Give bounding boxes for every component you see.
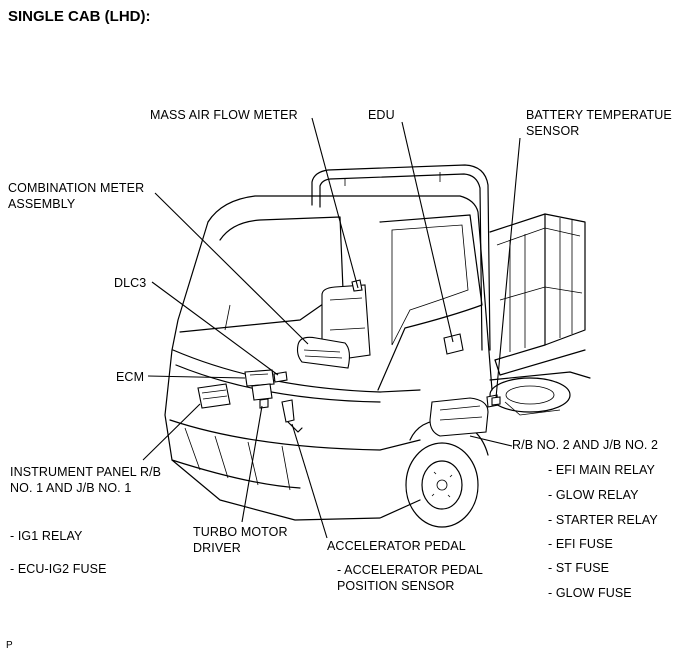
label-battery-temp-sensor-line2: SENSOR	[526, 124, 580, 138]
cab-body	[164, 195, 493, 521]
rb2-item-efi-fuse: - EFI FUSE	[548, 537, 613, 551]
label-ig1-relay: - IG1 RELAY	[10, 529, 83, 543]
label-accel-pedal-position-sensor-line2: POSITION SENSOR	[337, 579, 455, 593]
rb2-item-starter-relay: - STARTER RELAY	[548, 513, 658, 527]
label-ecm: ECM	[116, 370, 145, 384]
label-accel-pedal-position-sensor-line1: - ACCELERATOR PEDAL	[337, 563, 483, 577]
instrument-panel-rb-part	[197, 383, 231, 409]
cargo-bed	[489, 213, 586, 376]
rb2-part	[429, 394, 499, 437]
figure-code: P	[6, 640, 13, 651]
label-mass-air-flow-meter: MASS AIR FLOW METER	[150, 108, 298, 122]
rb2-item-efi-main-relay: - EFI MAIN RELAY	[548, 463, 655, 477]
accelerator-pedal-part	[281, 399, 303, 433]
label-instrument-panel-rb-line2: NO. 1 AND J/B NO. 1	[10, 481, 132, 495]
label-rb2-jb2: R/B NO. 2 AND J/B NO. 2	[512, 438, 659, 452]
label-accelerator-pedal: ACCELERATOR PEDAL	[327, 539, 466, 553]
rb2-item-glow-relay: - GLOW RELAY	[548, 488, 639, 502]
chassis	[489, 371, 591, 416]
roof-pipe	[311, 164, 491, 351]
label-turbo-motor-driver-line2: DRIVER	[193, 541, 241, 555]
rb2-item-glow-fuse: - GLOW FUSE	[548, 586, 632, 600]
rb2-item-st-fuse: - ST FUSE	[548, 561, 610, 575]
turbo-motor-driver-part	[251, 383, 273, 409]
label-battery-temp-sensor-line1: BATTERY TEMPERATUE	[526, 108, 672, 122]
battery-temp-sensor-part	[491, 396, 501, 406]
combination-meter-part	[296, 336, 351, 369]
page-title: SINGLE CAB (LHD):	[8, 8, 151, 25]
label-dlc3: DLC3	[114, 276, 147, 290]
ecm-part	[244, 369, 275, 387]
label-combination-meter-line1: COMBINATION METER	[8, 181, 145, 195]
leader-lines	[142, 117, 521, 539]
label-instrument-panel-rb-line1: INSTRUMENT PANEL R/B	[10, 465, 162, 479]
edu-part	[443, 333, 464, 355]
label-ecu-ig2-fuse: - ECU-IG2 FUSE	[10, 562, 107, 576]
label-turbo-motor-driver-line1: TURBO MOTOR	[193, 525, 288, 539]
label-edu: EDU	[368, 108, 395, 122]
label-combination-meter-line2: ASSEMBLY	[8, 197, 76, 211]
